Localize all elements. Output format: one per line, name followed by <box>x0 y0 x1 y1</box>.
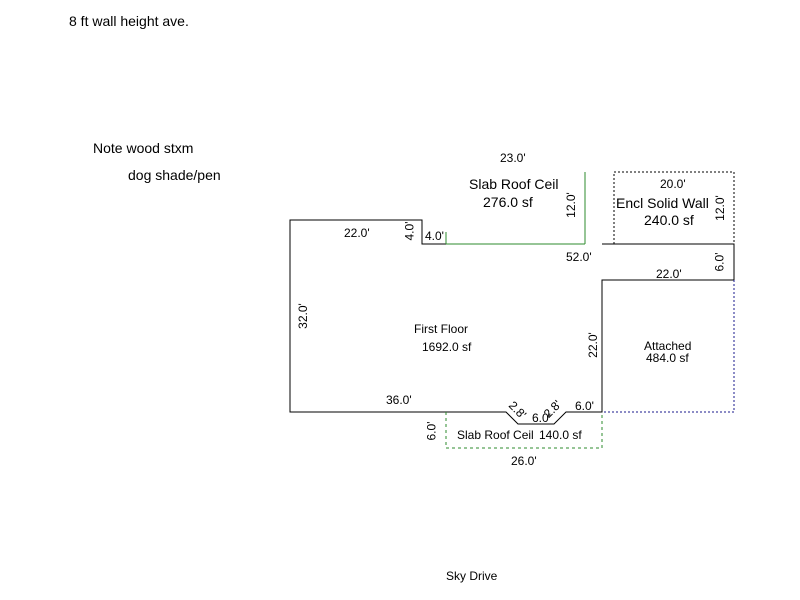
encl-solid-wall-outline <box>613 171 735 244</box>
dim-6-middle: 6.0' <box>532 411 551 425</box>
dim-6-right-vertical: 6.0' <box>712 252 727 272</box>
dim-6-right-bottom: 6.0' <box>575 399 594 413</box>
dim-22-attached-top: 22.0' <box>656 267 682 281</box>
dim-36: 36.0' <box>386 393 412 407</box>
dim-23: 23.0' <box>500 151 526 165</box>
slab-top-area: 276.0 sf <box>483 194 533 210</box>
dim-22-top: 22.0' <box>344 226 370 240</box>
dim-52: 52.0' <box>566 250 592 264</box>
first-floor-label: First Floor <box>414 322 468 336</box>
first-floor-outline <box>289 219 735 425</box>
attached-area: 484.0 sf <box>646 351 689 365</box>
dog-note: dog shade/pen <box>128 167 221 183</box>
slab-bottom-outline <box>445 412 603 449</box>
encl-wall-area: 240.0 sf <box>644 212 694 228</box>
dim-4-vertical: 4.0' <box>402 221 417 241</box>
dim-26: 26.0' <box>511 454 537 468</box>
attached-label: Attached <box>644 339 692 353</box>
dim-12-encl: 12.0' <box>712 195 727 221</box>
slab-bottom-label: Slab Roof Ceil <box>457 428 534 442</box>
slab-top-label: Slab Roof Ceil <box>469 176 559 192</box>
dim-4-horizontal: 4.0' <box>425 229 444 243</box>
first-floor-area: 1692.0 sf <box>422 340 472 354</box>
dim-32: 32.0' <box>295 303 310 329</box>
street-label: Sky Drive <box>446 569 498 583</box>
encl-wall-label: Encl Solid Wall <box>616 195 709 211</box>
dim-12-slab: 12.0' <box>563 192 578 218</box>
dim-22-attached-side: 22.0' <box>585 332 600 358</box>
slab-bottom-area: 140.0 sf <box>539 428 582 442</box>
dim-6-slab-left: 6.0' <box>424 421 439 441</box>
wall-height-note: 8 ft wall height ave. <box>69 13 189 29</box>
wood-note: Note wood stxm <box>93 140 194 156</box>
attached-outline <box>602 280 735 413</box>
dim-20: 20.0' <box>660 177 686 191</box>
